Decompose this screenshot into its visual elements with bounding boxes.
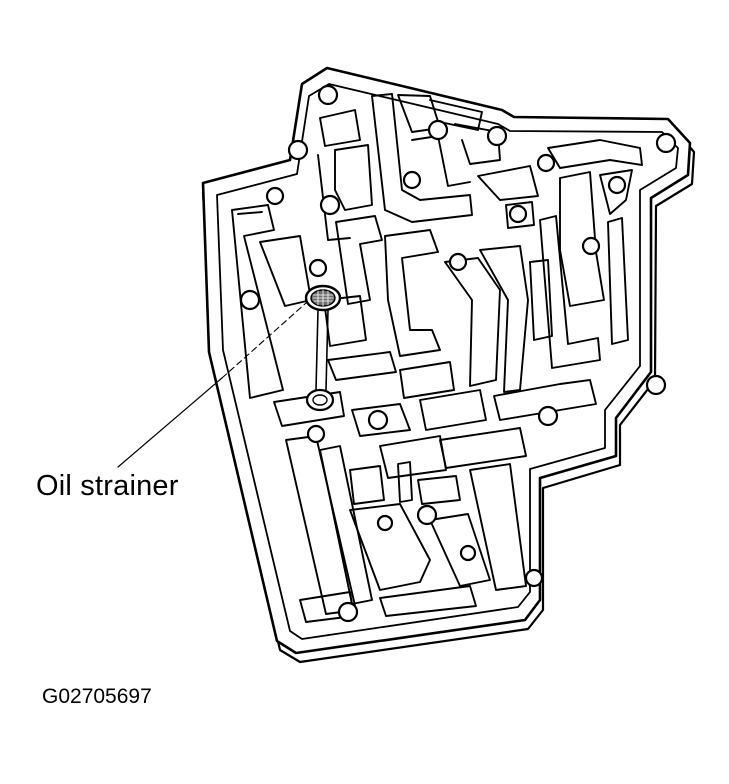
callout-leader-line xyxy=(117,377,223,468)
bolt-holes xyxy=(239,84,677,623)
plate-inner-rim xyxy=(216,83,679,640)
callout-leader-line-hidden xyxy=(221,302,307,379)
oil-strainer xyxy=(304,284,342,412)
oil-passages xyxy=(231,93,643,623)
oil-strainer-label: Oil strainer xyxy=(36,470,179,502)
figure-id: G02705697 xyxy=(42,685,152,708)
